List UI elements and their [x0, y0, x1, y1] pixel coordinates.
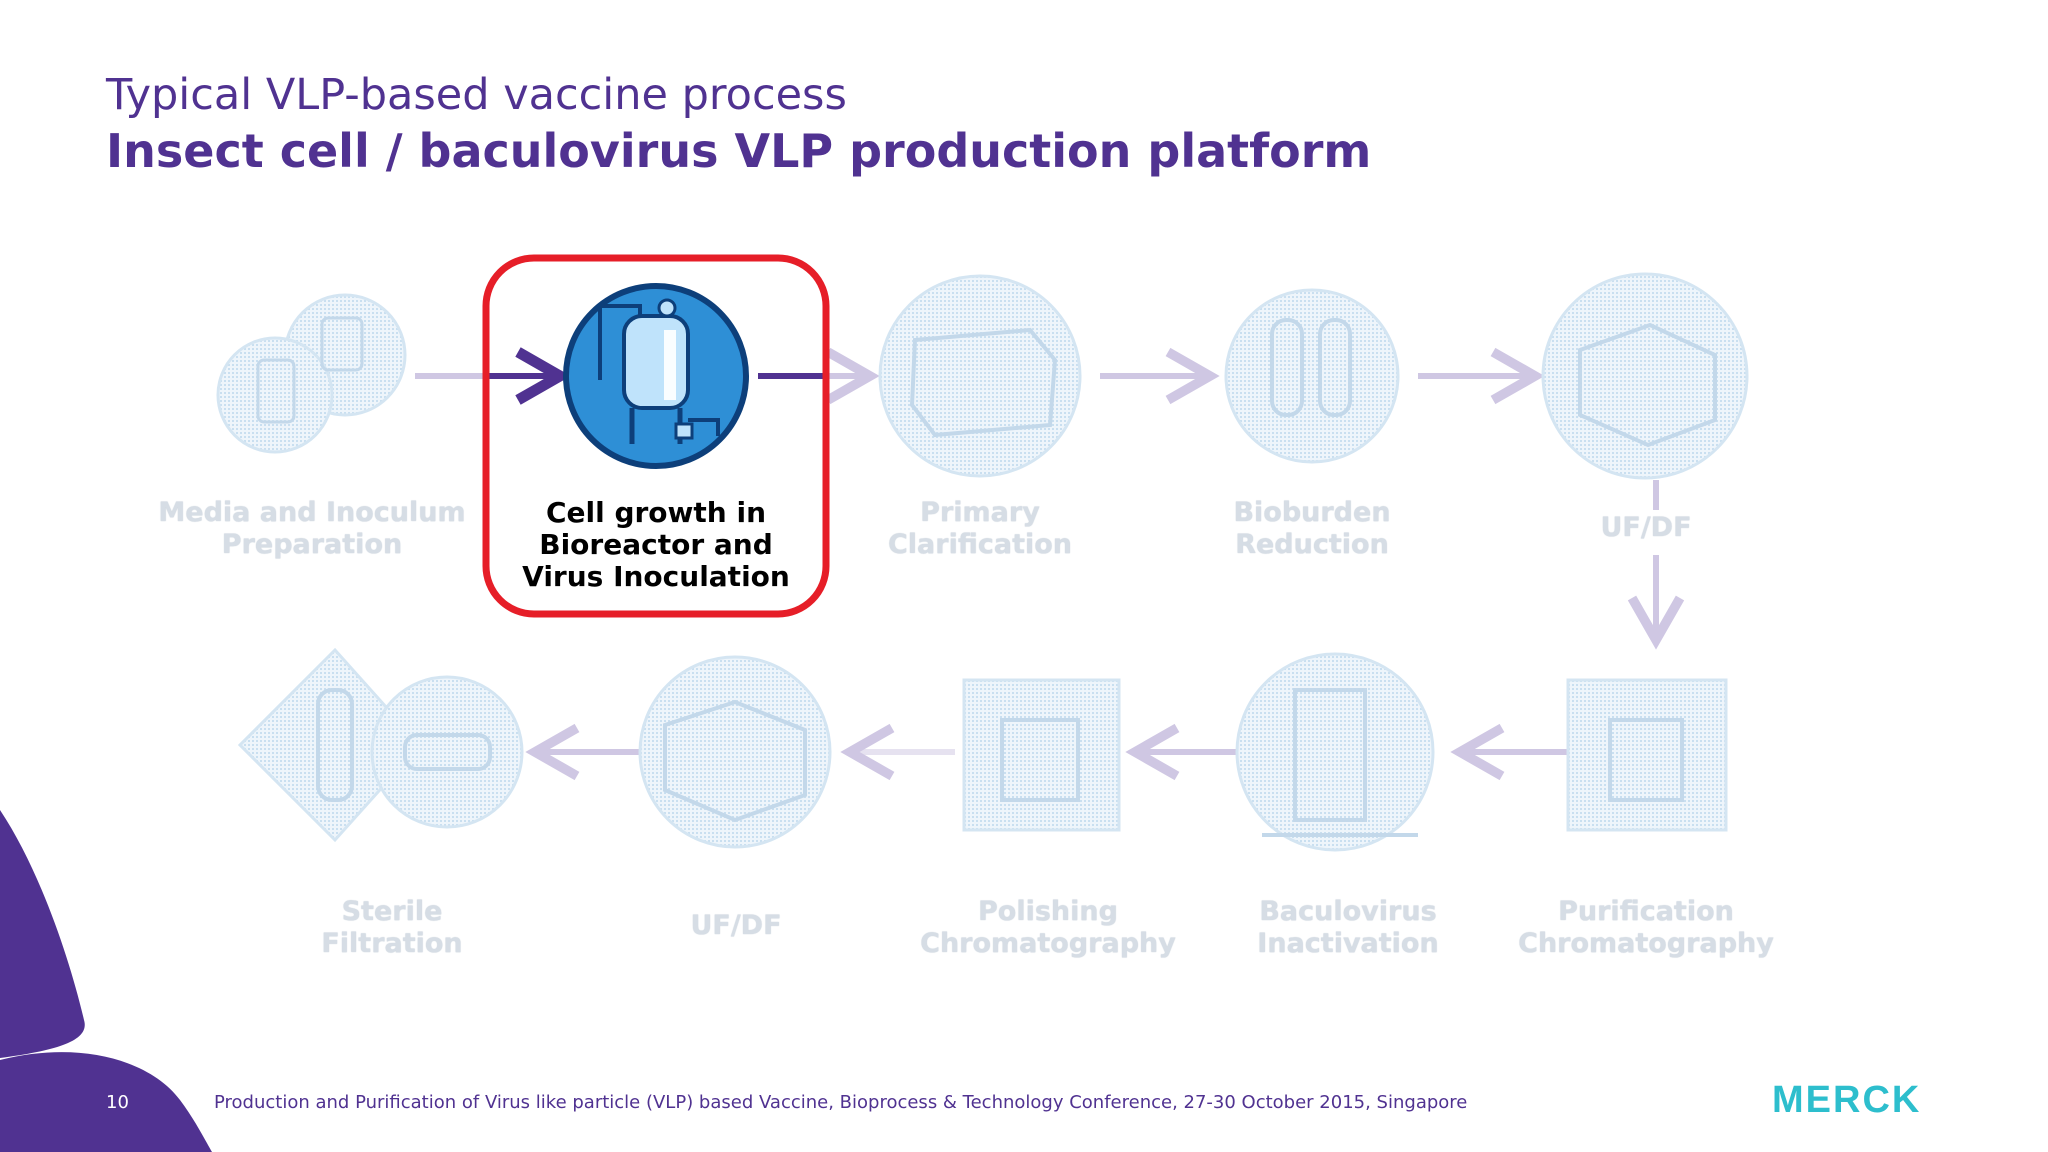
tff-cassette-icon: [638, 655, 832, 849]
footer-citation: Production and Purification of Virus lik…: [214, 1092, 1468, 1113]
step-label-polishing-chromatography: Polishing Chromatography: [920, 896, 1176, 959]
step-label-ufdf-bottom: UF/DF: [690, 910, 782, 941]
step-label-ufdf-top: UF/DF: [1600, 512, 1692, 543]
slide-subtitle: Insect cell / baculovirus VLP production…: [106, 124, 1372, 178]
step-label-bioburden-reduction: Bioburden Reduction: [1233, 497, 1391, 560]
merck-logo: MERCK: [1772, 1079, 1921, 1118]
depth-filter-icon: [878, 274, 1082, 478]
step-label-sterile-filtration: Sterile Filtration: [321, 896, 463, 959]
inactivation-tank-icon: [1235, 652, 1435, 852]
media-bottles-icon: [216, 293, 407, 454]
step-label-purification-chromatography: Purification Chromatography: [1518, 896, 1774, 959]
bioreactor-icon: [563, 283, 749, 469]
capsule-filter-icon: [1224, 288, 1400, 464]
page-number: 10: [106, 1092, 129, 1113]
step-label-baculovirus-inactivation: Baculovirus Inactivation: [1257, 896, 1439, 959]
step-label-cell-growth: Cell growth in Bioreactor and Virus Inoc…: [522, 496, 790, 593]
sterile-filter-icon: [237, 647, 524, 843]
step-label-media-preparation: Media and Inoculum Preparation: [158, 497, 466, 560]
decorative-shape: [0, 810, 85, 1058]
tff-cassette-icon: [1541, 272, 1749, 480]
step-label-primary-clarification: Primary Clarification: [887, 497, 1073, 560]
chromatography-column-icon: [1566, 678, 1728, 832]
svg-text:MERCK: MERCK: [1772, 1079, 1921, 1118]
active-step-highlight: [482, 254, 830, 618]
chromatography-column-icon: [962, 678, 1121, 832]
slide-title: Typical VLP-based vaccine process: [106, 70, 847, 120]
decorative-shape: [0, 1052, 212, 1152]
